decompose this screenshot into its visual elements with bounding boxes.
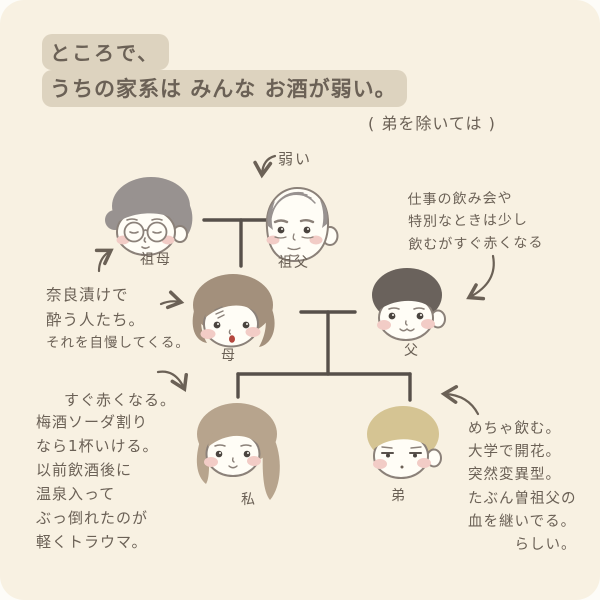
- note-line: 特別なときは少し: [407, 212, 529, 231]
- grandparents-note: 奈良漬けで 酔う人たち。 それを自慢してくる。: [46, 283, 190, 354]
- note-line: 飲むがすぐ赤くなる: [408, 234, 544, 253]
- note-line: らしい。: [514, 536, 577, 553]
- note-line: それを自慢してくる。: [46, 334, 190, 351]
- arrow-to-father: [466, 254, 495, 301]
- me-label: 私: [241, 492, 257, 508]
- grandmother-portrait: [105, 177, 193, 256]
- title-line1: ところで、: [42, 34, 170, 70]
- note-line: なら1杯いける。: [36, 437, 159, 455]
- note-line: 血を継いでる。: [468, 513, 577, 530]
- note-line: 梅酒ソーダ割り: [36, 413, 149, 431]
- grandmother-label: 祖母: [140, 252, 172, 268]
- title-line2: うちの家系は みんな お酒が弱い。: [42, 70, 407, 107]
- note-line: めちゃ飲む。: [468, 421, 561, 437]
- brother-label: 弟: [391, 488, 407, 504]
- note-line: 温泉入って: [36, 485, 116, 503]
- brother-portrait: [367, 406, 442, 479]
- grandfather-callout: 弱い: [278, 150, 313, 168]
- note-line: 軽くトラウマ。: [36, 533, 148, 551]
- exception-note: ( 弟を除いては ): [368, 114, 496, 133]
- note-line: たぶん曽祖父の: [468, 490, 577, 507]
- father-portrait: [372, 268, 446, 341]
- grandfather-portrait: [265, 186, 339, 263]
- father-note: 仕事の飲み会や 特別なときは少し 飲むがすぐ赤くなる: [407, 187, 543, 257]
- note-line: 仕事の飲み会や: [407, 190, 513, 209]
- note-line: 突然変異型。: [468, 467, 561, 484]
- me-note-heading: すぐ赤くなる。: [64, 391, 177, 409]
- note-line: 大学で開花。: [468, 444, 561, 461]
- arrow-to-grandfather: [253, 154, 277, 179]
- mother-label: 母: [221, 348, 237, 364]
- note-line: 奈良漬けで: [46, 286, 129, 304]
- me-portrait: [196, 403, 280, 500]
- title-line2-text: うちの家系は みんな お酒が弱い。: [42, 70, 407, 107]
- brother-note: めちゃ飲む。 大学で開花。 突然変異型。 たぶん曽祖父の 血を継いでる。 らしい…: [468, 418, 577, 557]
- father-label: 父: [404, 343, 420, 359]
- note-line: ぶっ倒れたのが: [36, 509, 149, 527]
- note-line: 以前飲酒後に: [36, 461, 133, 479]
- grandfather-label: 祖父: [278, 255, 310, 271]
- mother-portrait: [192, 274, 275, 348]
- arrow-to-me: [156, 370, 189, 392]
- me-note: 梅酒ソーダ割り なら1杯いける。 以前飲酒後に 温泉入って ぶっ倒れたのが 軽く…: [36, 410, 159, 554]
- title-line1-text: ところで、: [42, 34, 170, 70]
- note-line: 酔う人たち。: [46, 310, 146, 329]
